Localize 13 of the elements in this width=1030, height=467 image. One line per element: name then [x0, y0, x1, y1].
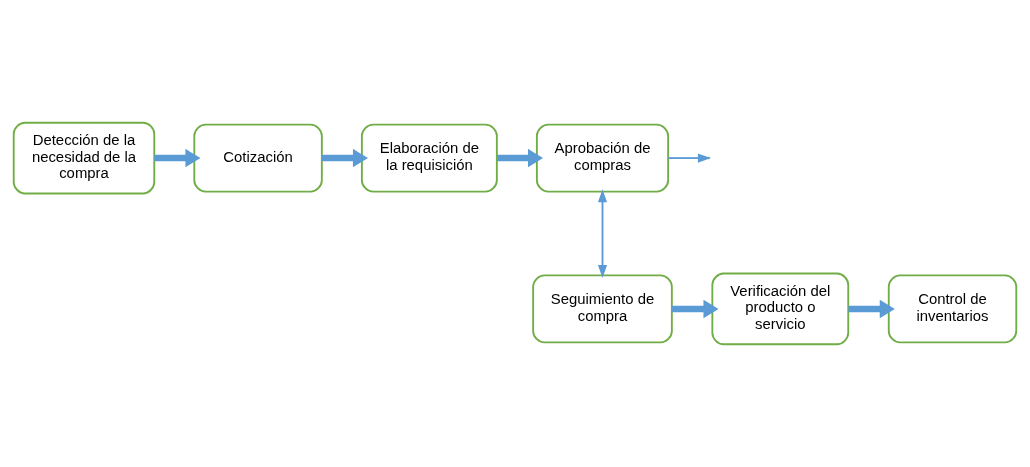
node-box: Seguimiento de compra	[532, 274, 673, 344]
arrow	[321, 148, 369, 168]
arrow	[672, 299, 719, 319]
node-box: Elaboración de la requisición	[360, 123, 498, 193]
node-box: Cotización	[193, 123, 323, 193]
node-box: Control de inventarios	[887, 274, 1018, 344]
arrow	[154, 148, 201, 168]
arrow	[497, 148, 544, 168]
node-box: Aprobación de compras	[535, 123, 670, 193]
node-box: Verificación del producto o servicio	[711, 272, 850, 346]
arrow	[848, 299, 895, 319]
node-box: Detección de la necesidad de la compra	[12, 121, 156, 195]
arrow	[597, 189, 608, 278]
